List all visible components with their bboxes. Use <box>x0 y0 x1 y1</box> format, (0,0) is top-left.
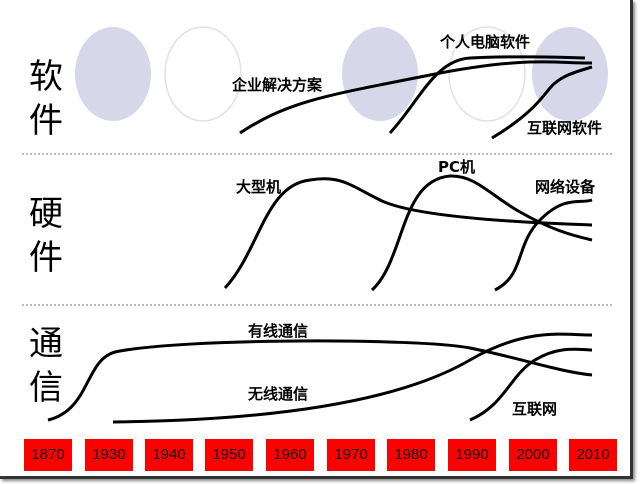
decor-circle-filled <box>75 27 151 121</box>
label-pc: PC机 <box>438 158 476 176</box>
curve-enterprise <box>239 60 593 135</box>
year-box: 1940 <box>145 439 193 471</box>
section-label-communication: 通信 <box>29 324 63 408</box>
decor-circle-outline <box>448 26 526 122</box>
label-wireless: 无线通信 <box>248 385 309 403</box>
label-enterprise: 企业解决方案 <box>232 76 323 94</box>
label-internet-software: 互联网软件 <box>527 119 603 137</box>
decor-circle-outline <box>164 26 242 122</box>
year-box: 1870 <box>24 439 72 471</box>
curve-wireless <box>112 332 593 424</box>
section-label-software: 软件 <box>29 57 63 141</box>
year-box: 1970 <box>327 439 375 471</box>
year-box: 2010 <box>569 439 617 471</box>
label-network: 网络设备 <box>535 178 596 196</box>
label-internet: 互联网 <box>512 400 558 418</box>
label-mainframe: 大型机 <box>236 178 282 196</box>
curve-internet <box>469 347 593 422</box>
curve-pc <box>370 174 593 292</box>
label-pc-software: 个人电脑软件 <box>440 33 531 51</box>
curve-internet-software <box>491 65 593 140</box>
decor-circle-filled <box>342 27 418 121</box>
year-box: 1980 <box>387 439 435 471</box>
curve-wired <box>47 339 593 422</box>
curve-network <box>494 198 593 292</box>
curve-mainframe <box>223 177 593 290</box>
slide-frame <box>0 0 633 479</box>
year-box: 2000 <box>509 439 557 471</box>
curve-pc-software <box>388 55 586 135</box>
year-box: 1950 <box>205 439 253 471</box>
label-wired: 有线通信 <box>248 322 309 340</box>
year-box: 1990 <box>448 439 496 471</box>
year-box: 1960 <box>266 439 314 471</box>
section-label-hardware: 硬件 <box>29 194 63 278</box>
year-box: 1930 <box>85 439 133 471</box>
